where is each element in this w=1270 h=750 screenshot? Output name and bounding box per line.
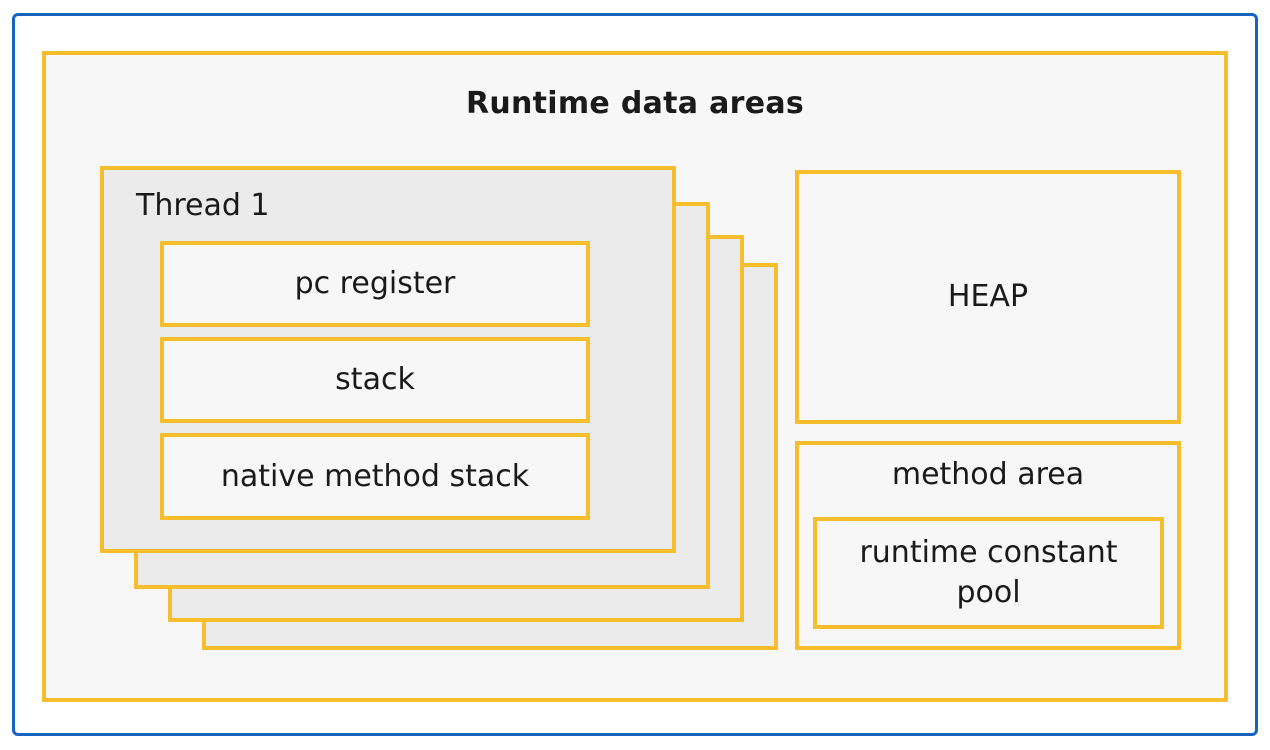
stack-box: stack bbox=[160, 337, 590, 423]
native-method-stack-label: native method stack bbox=[220, 458, 530, 494]
thread-label: Thread 1 bbox=[136, 188, 270, 223]
stack-label: stack bbox=[335, 362, 415, 397]
heap-label: HEAP bbox=[947, 279, 1029, 314]
pc-register-box: pc register bbox=[160, 241, 590, 327]
diagram-title: Runtime data areas bbox=[465, 86, 805, 121]
runtime-constant-pool-label-line2: pool bbox=[956, 575, 1021, 610]
runtime-constant-pool-box: runtime constant pool bbox=[813, 517, 1164, 629]
method-area-label: method area bbox=[891, 457, 1085, 492]
pc-register-label: pc register bbox=[294, 266, 456, 301]
heap-box: HEAP bbox=[795, 170, 1181, 424]
runtime-constant-pool-label-line1: runtime constant bbox=[859, 535, 1118, 570]
native-method-stack-box: native method stack bbox=[160, 433, 590, 520]
